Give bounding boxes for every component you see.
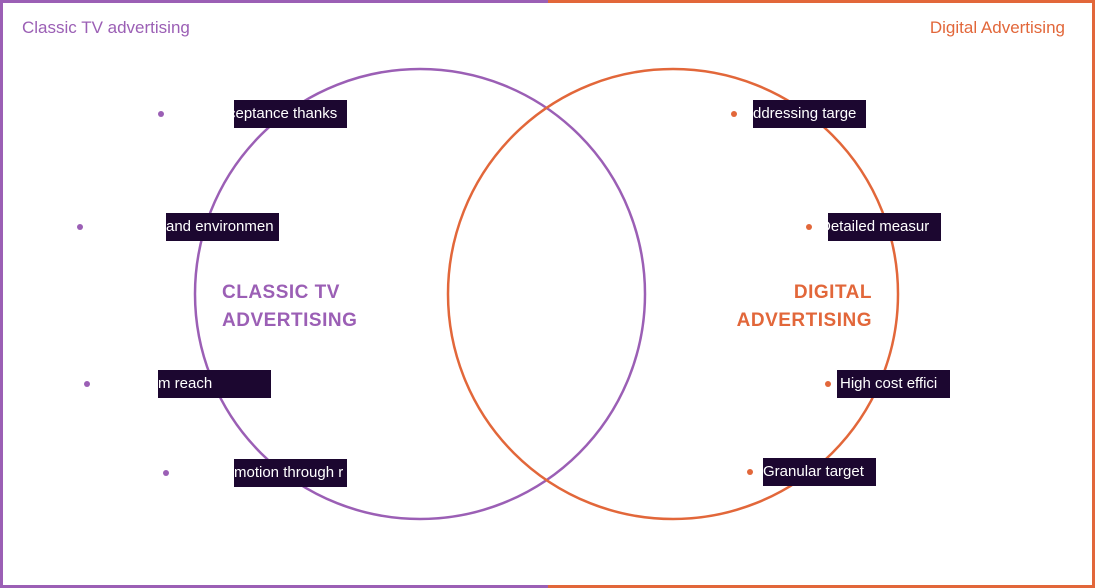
- right-item-4-text: Granular target: [763, 463, 864, 480]
- left-corner-title: Classic TV advertising: [22, 18, 190, 37]
- left-item-4: motion through r: [234, 459, 347, 487]
- left-item-1-text: ceptance thanks: [234, 105, 338, 122]
- classic-tv-circle: [193, 67, 647, 521]
- right-item-3: High cost effici: [837, 370, 950, 398]
- left-item-3: m reach: [158, 370, 271, 398]
- digital-circle-label: DIGITAL ADVERTISING: [737, 279, 872, 335]
- right-item-3-text: High cost effici: [840, 375, 938, 392]
- right-corner-title: Digital Advertising: [929, 18, 1065, 37]
- digital-label-line1: DIGITAL: [793, 282, 872, 303]
- left-bullet-1: [158, 111, 164, 117]
- digital-label-line2: ADVERTISING: [736, 310, 872, 331]
- right-bullet-3: [825, 381, 831, 387]
- right-item-1-text: ddressing targe: [753, 105, 857, 122]
- left-frame: [0, 0, 548, 588]
- classic-tv-circle-label: CLASSIC TV ADVERTISING: [222, 279, 357, 335]
- right-item-2: Detailed measur: [828, 213, 941, 241]
- left-bullet-3: [84, 381, 90, 387]
- classic-tv-label-line1: CLASSIC TV: [222, 282, 340, 303]
- digital-circle: [446, 67, 900, 521]
- left-item-3-text: m reach: [158, 375, 213, 392]
- left-item-4-text: motion through r: [234, 464, 344, 481]
- left-item-2-text: and environmen: [166, 218, 274, 235]
- right-item-1: ddressing targe: [753, 100, 866, 128]
- right-bullet-1: [731, 111, 737, 117]
- right-frame: [548, 0, 1095, 588]
- left-bullet-4: [163, 470, 169, 476]
- left-item-2: and environmen: [166, 213, 279, 241]
- right-bullet-4: [747, 469, 753, 475]
- classic-tv-label-line2: ADVERTISING: [222, 310, 358, 331]
- right-item-2-text: Detailed measur: [828, 218, 930, 235]
- left-bullet-2: [77, 224, 83, 230]
- right-item-4: Granular target: [763, 458, 876, 486]
- right-bullet-2: [806, 224, 812, 230]
- left-item-1: ceptance thanks: [234, 100, 347, 128]
